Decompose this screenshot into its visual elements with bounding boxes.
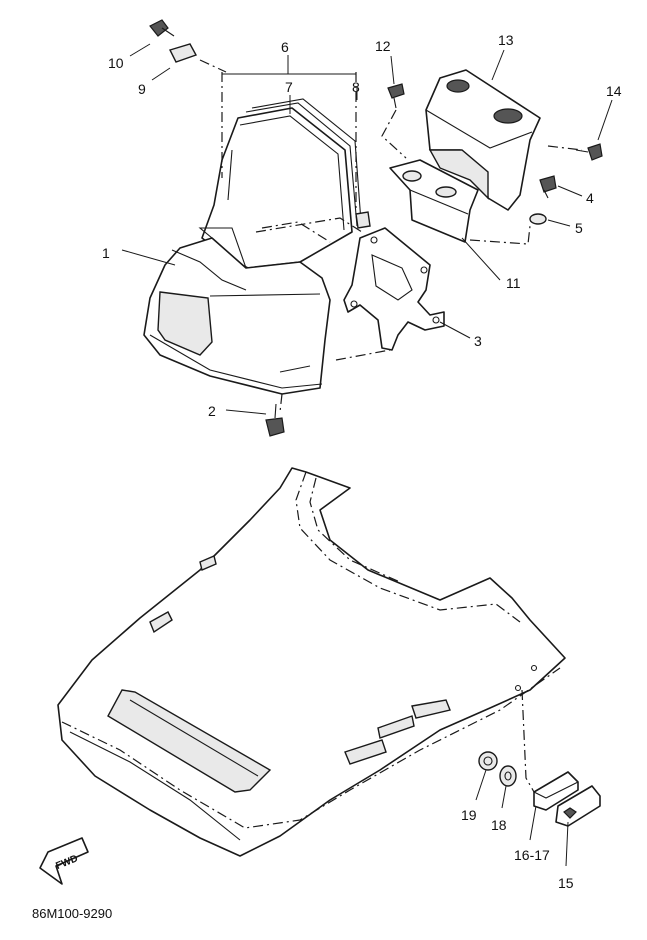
screw-2 bbox=[265, 403, 285, 437]
bracket-16-17 bbox=[533, 771, 579, 811]
part-label-12: 12 bbox=[375, 38, 391, 54]
cowling-body bbox=[143, 227, 331, 395]
collar-5 bbox=[529, 213, 547, 225]
plate-15 bbox=[555, 785, 601, 827]
bolt-14 bbox=[575, 143, 603, 161]
washer-18 bbox=[499, 765, 517, 787]
part-label-15: 15 bbox=[558, 875, 574, 891]
part-label-1: 1 bbox=[102, 245, 110, 261]
screw-4 bbox=[539, 175, 557, 199]
mounting-bracket bbox=[343, 227, 445, 351]
part-label-3: 3 bbox=[474, 333, 482, 349]
part-label-2: 2 bbox=[208, 403, 216, 419]
part-label-5: 5 bbox=[575, 220, 583, 236]
windshield bbox=[201, 98, 362, 269]
bolt-12 bbox=[387, 83, 405, 109]
grommet-8 bbox=[355, 211, 371, 229]
meter-cover bbox=[425, 69, 541, 211]
part-label-10: 10 bbox=[108, 55, 124, 71]
part-label-8: 8 bbox=[352, 79, 360, 95]
part-label-13: 13 bbox=[498, 32, 514, 48]
part-label-19: 19 bbox=[461, 807, 477, 823]
part-label-16-17: 16-17 bbox=[514, 847, 550, 863]
part-label-11: 11 bbox=[506, 275, 521, 291]
part-label-6: 6 bbox=[281, 39, 289, 55]
part-label-4: 4 bbox=[586, 190, 594, 206]
drawing-code: 86M100-9290 bbox=[32, 906, 112, 921]
mount-plate bbox=[389, 159, 479, 243]
part-label-14: 14 bbox=[606, 83, 622, 99]
forward-arrow-icon bbox=[39, 837, 89, 885]
bolt-10 bbox=[149, 19, 175, 37]
clip-9 bbox=[169, 43, 198, 63]
lower-shroud bbox=[57, 467, 566, 857]
part-label-18: 18 bbox=[491, 817, 507, 833]
part-label-9: 9 bbox=[138, 81, 146, 97]
nut-19 bbox=[478, 751, 498, 771]
part-label-7: 7 bbox=[285, 79, 293, 95]
